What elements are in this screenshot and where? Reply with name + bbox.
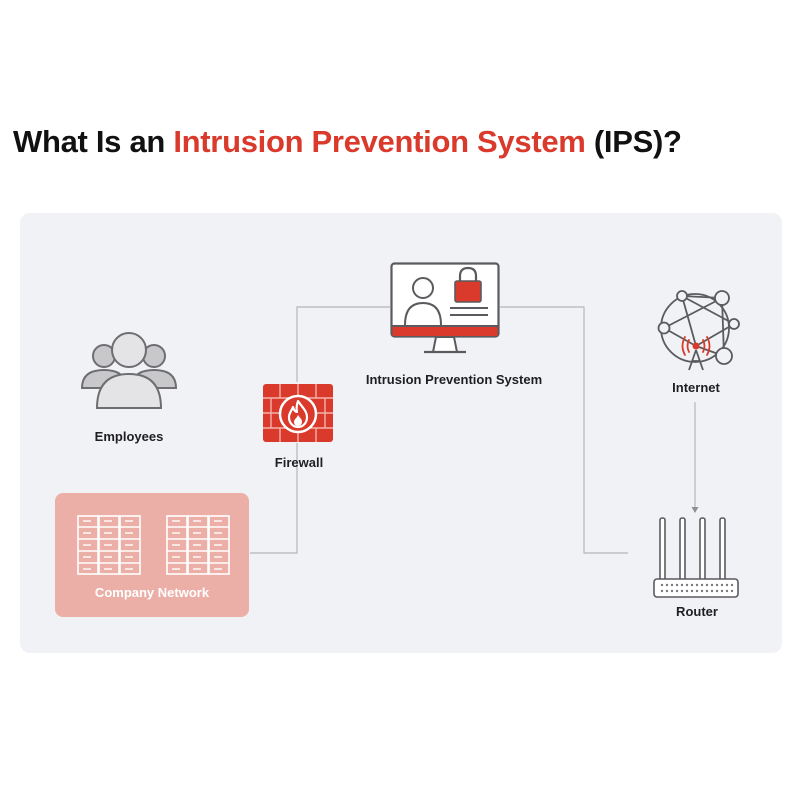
connector-ips-router xyxy=(500,306,628,554)
ips-label: Intrusion Prevention System xyxy=(365,372,543,387)
monitor-lock-icon xyxy=(390,262,500,354)
arrow-head-icon xyxy=(691,507,699,513)
title-suffix: (IPS)? xyxy=(585,124,682,159)
connector-network-firewall xyxy=(250,443,298,554)
company-network-box: Company Network xyxy=(55,493,249,617)
firewall-label: Firewall xyxy=(274,455,324,470)
router-icon xyxy=(653,517,739,598)
title-highlight: Intrusion Prevention System xyxy=(173,124,586,159)
people-group-icon xyxy=(80,332,178,409)
page-title: What Is an Intrusion Prevention System (… xyxy=(13,124,682,160)
connector-firewall-ips xyxy=(296,306,390,382)
employees-label: Employees xyxy=(94,429,164,444)
title-prefix: What Is an xyxy=(13,124,174,159)
server-rack-icon xyxy=(166,515,230,575)
internet-label: Internet xyxy=(672,380,720,395)
firewall-flame-icon xyxy=(263,384,333,442)
company-network-label: Company Network xyxy=(94,585,210,600)
server-rack-icon xyxy=(77,515,141,575)
router-label: Router xyxy=(676,604,718,619)
globe-network-icon xyxy=(657,290,740,371)
